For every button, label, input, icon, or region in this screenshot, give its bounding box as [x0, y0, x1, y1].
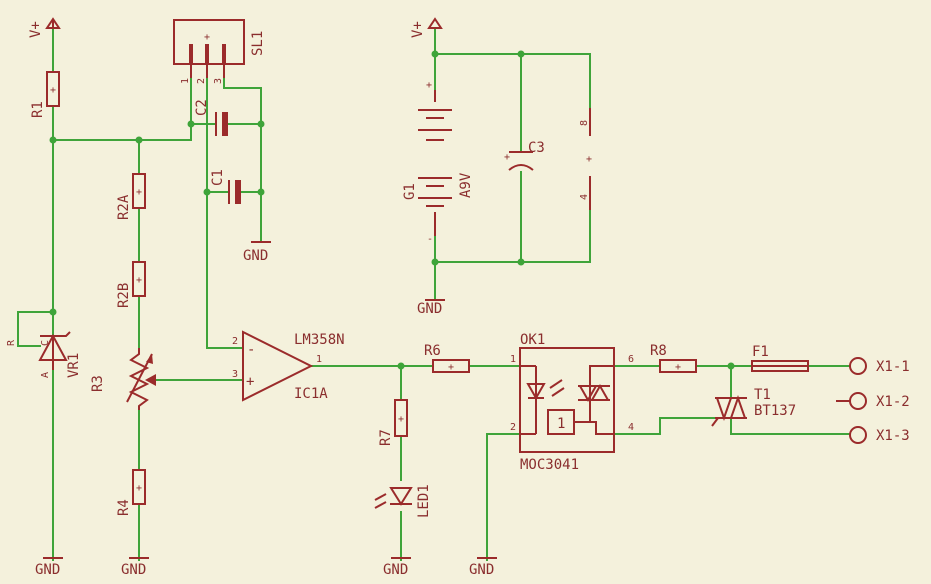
x1-terminals: X1-1 X1-2 X1-3	[836, 357, 910, 444]
svg-text:+: +	[204, 32, 210, 43]
svg-text:X1-1: X1-1	[876, 359, 910, 375]
svg-text:C2: C2	[194, 99, 210, 116]
svg-text:C3: C3	[528, 140, 545, 156]
svg-text:+: +	[675, 362, 681, 373]
svg-text:6: 6	[628, 354, 634, 365]
svg-text:R2A: R2A	[116, 194, 132, 220]
r2a: + R2A	[116, 173, 146, 220]
svg-text:GND: GND	[383, 562, 408, 578]
svg-text:4: 4	[628, 422, 634, 433]
junctions	[49, 50, 735, 370]
svg-text:T1: T1	[754, 387, 771, 403]
f1-fuse: F1	[751, 344, 809, 372]
svg-text:-: -	[247, 342, 255, 358]
svg-text:C1: C1	[210, 169, 226, 186]
c2: C2	[194, 99, 228, 136]
svg-text:LM358N: LM358N	[294, 332, 345, 348]
svg-text:X1-2: X1-2	[876, 394, 910, 410]
svg-text:MOC3041: MOC3041	[520, 457, 579, 473]
t1-triac: T1 BT137	[711, 387, 796, 427]
svg-text:+: +	[136, 483, 142, 494]
svg-text:+: +	[50, 85, 56, 96]
svg-text:V+: V+	[410, 21, 426, 38]
svg-text:A: A	[40, 372, 51, 378]
svg-text:GND: GND	[243, 248, 268, 264]
r3-potentiometer: R3	[90, 348, 156, 410]
vplus-right: V+	[410, 17, 443, 38]
svg-text:V+: V+	[28, 21, 44, 38]
svg-text:GND: GND	[35, 562, 60, 578]
svg-text:1: 1	[316, 354, 322, 365]
svg-text:+: +	[426, 80, 432, 91]
r2b: + R2B	[116, 261, 146, 308]
svg-text:+: +	[504, 152, 510, 163]
r6: + R6	[424, 343, 470, 373]
vplus-left: V+	[28, 17, 61, 38]
svg-text:C: C	[40, 340, 51, 346]
svg-text:R1: R1	[30, 101, 46, 118]
c3: + C3	[504, 140, 545, 171]
g1-battery: + - G1 A9V	[402, 80, 474, 245]
r8: + R8	[650, 343, 697, 373]
svg-text:8: 8	[579, 120, 590, 126]
svg-text:SL1: SL1	[250, 31, 266, 56]
svg-text:R3: R3	[90, 375, 106, 392]
svg-text:BT137: BT137	[754, 403, 796, 419]
svg-text:VR1: VR1	[66, 353, 82, 378]
svg-text:3: 3	[213, 78, 224, 84]
svg-text:3: 3	[232, 369, 238, 380]
svg-text:R2B: R2B	[116, 283, 132, 308]
gnd-symbols: GND GND GND GND GND GND	[35, 241, 497, 578]
svg-text:G1: G1	[402, 183, 418, 200]
ic1a-opamp: - + 2 3 1 LM358N IC1A	[232, 330, 345, 402]
svg-text:+: +	[136, 187, 142, 198]
svg-text:F1: F1	[752, 344, 769, 360]
svg-text:LED1: LED1	[416, 484, 432, 518]
svg-text:OK1: OK1	[520, 332, 545, 348]
svg-text:2: 2	[196, 78, 207, 84]
r1: + R1	[30, 71, 60, 118]
svg-text:+: +	[246, 374, 254, 390]
svg-text:GND: GND	[469, 562, 494, 578]
ic-power-pins: + 8 4	[579, 108, 592, 210]
r4: + R4	[116, 469, 146, 516]
svg-text:GND: GND	[121, 562, 146, 578]
svg-text:+: +	[448, 362, 454, 373]
sl1-connector: + 1 2 3 SL1	[173, 19, 266, 84]
svg-text:R4: R4	[116, 499, 132, 516]
svg-text:+: +	[398, 414, 404, 425]
svg-text:IC1A: IC1A	[294, 386, 328, 402]
led1: LED1	[374, 484, 432, 518]
svg-text:+: +	[136, 275, 142, 286]
svg-text:1: 1	[510, 354, 516, 365]
ok1-optocoupler: 1 1 2 6 4 OK1 MOC3041	[510, 332, 634, 473]
svg-text:4: 4	[579, 194, 590, 200]
c1: C1	[210, 169, 241, 204]
svg-text:2: 2	[232, 336, 238, 347]
r7: + R7	[378, 399, 408, 446]
svg-text:1: 1	[180, 78, 191, 84]
svg-text:GND: GND	[417, 301, 442, 317]
wires	[17, 29, 851, 561]
svg-text:R8: R8	[650, 343, 667, 359]
svg-text:R7: R7	[378, 429, 394, 446]
svg-text:X1-3: X1-3	[876, 428, 910, 444]
svg-text:1: 1	[557, 416, 565, 432]
svg-text:+: +	[586, 154, 592, 165]
svg-text:2: 2	[510, 422, 516, 433]
svg-text:A9V: A9V	[458, 172, 474, 198]
vr1: R A C VR1	[6, 331, 82, 378]
svg-text:R6: R6	[424, 343, 441, 359]
svg-text:R: R	[6, 339, 17, 346]
svg-text:-: -	[427, 234, 433, 245]
